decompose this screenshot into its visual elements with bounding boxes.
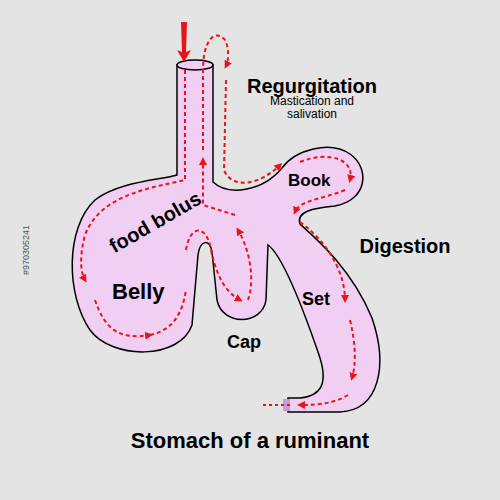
part-label: Cap xyxy=(227,333,261,353)
process-label: Regurgitation xyxy=(247,75,377,97)
part-label: Book xyxy=(288,172,331,191)
process-label: Digestion xyxy=(359,235,450,257)
flow-path xyxy=(81,70,185,280)
flow-path xyxy=(186,231,240,300)
flow-path xyxy=(203,160,235,215)
part-label: Belly xyxy=(112,280,165,304)
flow-path xyxy=(295,190,345,212)
flow-path xyxy=(300,395,348,405)
flow-path xyxy=(95,300,150,336)
watermark-number: #970305241 xyxy=(22,225,32,275)
part-label: Set xyxy=(302,290,330,310)
diagram-caption: Stomach of a ruminant xyxy=(131,429,369,453)
process-note: Mastication and salivation xyxy=(252,95,372,121)
stomach-outline xyxy=(72,65,380,412)
input-arrow xyxy=(177,22,191,62)
flow-path xyxy=(300,222,345,300)
flow-path xyxy=(262,404,290,406)
flow-path xyxy=(238,230,251,300)
flow-path xyxy=(350,320,355,378)
esophagus-opening xyxy=(177,60,213,70)
